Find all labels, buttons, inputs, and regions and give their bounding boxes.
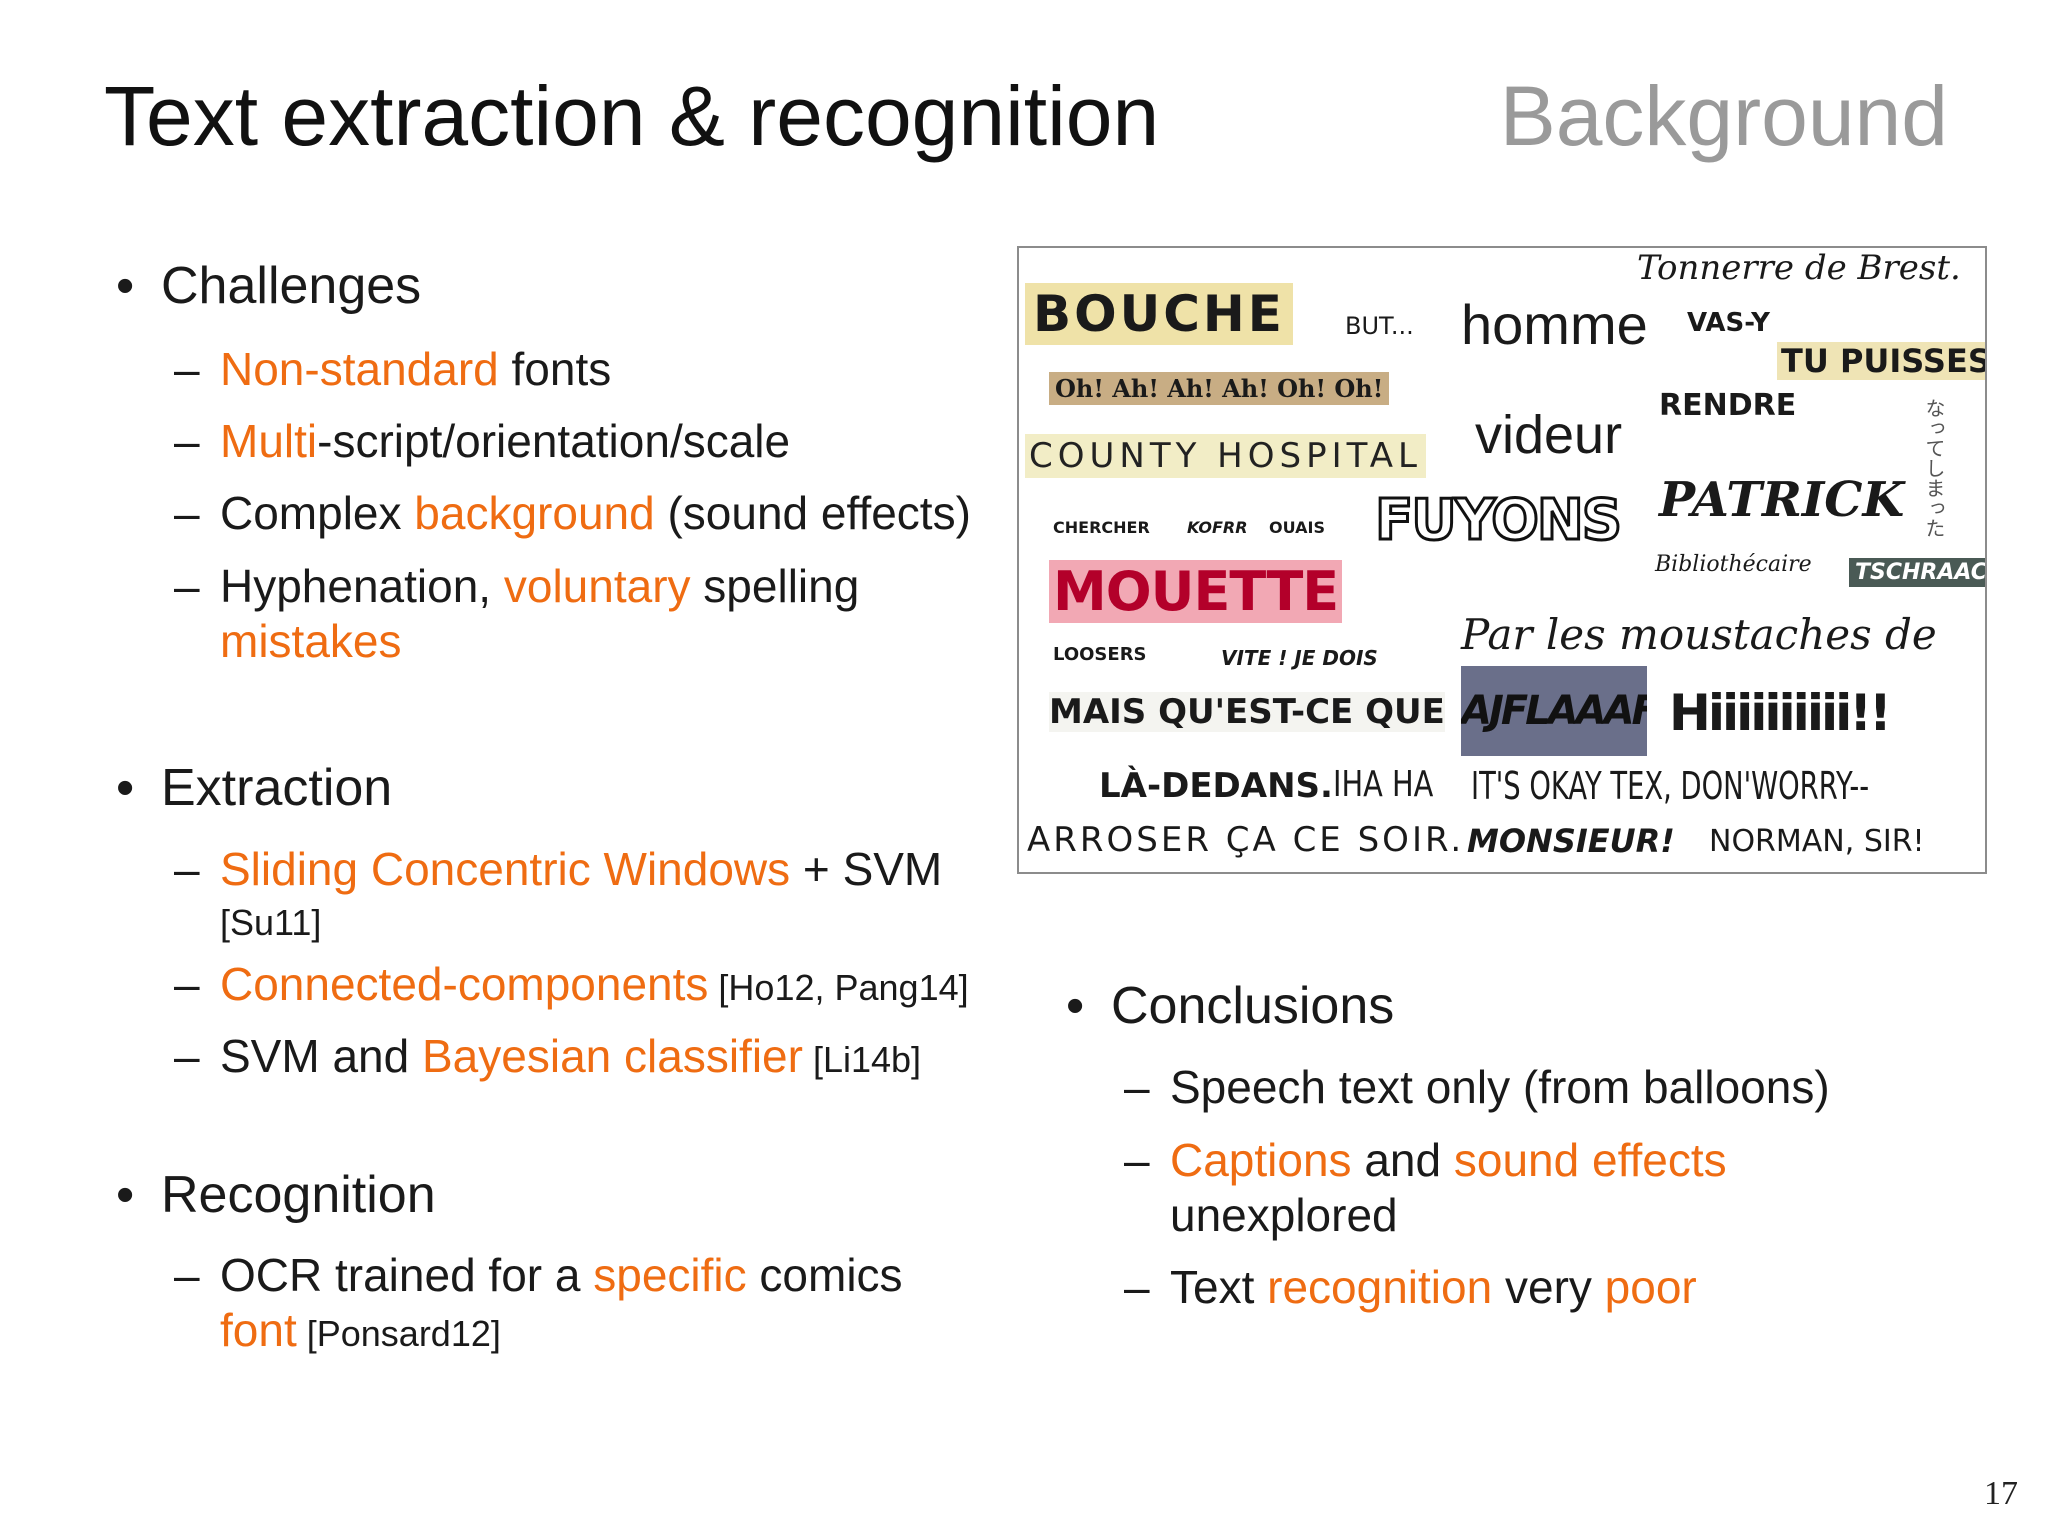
slide-title: Text extraction & recognition [104, 69, 1160, 163]
collage-word: CHERCHER [1053, 518, 1150, 537]
text: -script/orientation/scale [317, 415, 791, 467]
highlight-text: sound effects [1453, 1134, 1727, 1186]
collage-word: RENDRE [1659, 388, 1797, 423]
text: Hyphenation, [220, 560, 504, 612]
highlight-text: Captions [1170, 1134, 1352, 1186]
text: OCR trained for a [220, 1249, 594, 1301]
collage-word: TSCHRAAC [1849, 558, 1985, 587]
collage-word: LOOSERS [1053, 644, 1147, 665]
bullet-dot: • [116, 759, 135, 817]
comic-text-collage: Tonnerre de Brest. BOUCHE BUT... homme V… [1017, 246, 1987, 874]
dash: – [174, 958, 200, 1010]
collage-word: OUAIS [1269, 518, 1325, 537]
bullet-heading: Recognition [161, 1166, 436, 1224]
dash: – [174, 487, 200, 539]
collage-word: LÀ-DEDANS. [1099, 766, 1333, 806]
text: Complex [220, 487, 415, 539]
collage-word: なってしまった [1922, 398, 1944, 538]
dash: – [174, 415, 200, 467]
collage-word: AJFLAAAF [1461, 666, 1647, 756]
dash: – [174, 560, 200, 612]
text: fonts [498, 343, 612, 395]
highlight-text: font [220, 1304, 297, 1356]
page-number: 17 [1984, 1475, 2018, 1512]
highlight-text: Non-standard [220, 343, 499, 395]
text: Speech text only (from balloons) [1170, 1061, 1830, 1113]
highlight-text: specific [593, 1249, 747, 1301]
collage-word: BOUCHE [1025, 283, 1293, 345]
citation: [Ponsard12] [296, 1313, 501, 1354]
dash: – [1124, 1134, 1150, 1186]
bullet-dot: • [116, 257, 135, 315]
highlight-text: Multi [220, 415, 318, 467]
collage-word: MAIS QU'EST-CE QUE [1049, 692, 1445, 732]
dash: – [1124, 1261, 1150, 1313]
collage-word: VITE ! JE DOIS [1221, 646, 1378, 670]
highlight-text: Bayesian classifier [422, 1030, 803, 1082]
collage-word: NORMAN, SIR! [1709, 824, 1925, 859]
text: + SVM [790, 843, 943, 895]
collage-word: Par les moustaches de [1461, 610, 1937, 659]
dash: – [1124, 1061, 1150, 1113]
collage-word: Oh! Ah! Ah! Ah! Oh! Oh! [1049, 372, 1390, 405]
text: and [1351, 1134, 1454, 1186]
collage-word: VAS-Y [1687, 308, 1771, 338]
collage-word: PATRICK [1659, 472, 1905, 528]
collage-word: IHA HA [1333, 764, 1434, 805]
collage-word: COUNTY HOSPITAL [1025, 434, 1426, 478]
highlight-text: background [414, 487, 655, 539]
collage-word: BUT... [1345, 312, 1414, 340]
bullet-heading: Extraction [161, 759, 393, 817]
collage-word: KOFRR [1187, 518, 1248, 537]
dash: – [174, 343, 200, 395]
collage-word: IT'S OKAY TEX, DON'WORRY-- [1471, 764, 1870, 808]
collage-word: ARROSER ÇA CE SOIR. [1027, 820, 1465, 860]
highlight-text: poor [1604, 1261, 1697, 1313]
text: very [1492, 1261, 1605, 1313]
section-label: Background [1499, 69, 1948, 163]
dash: – [174, 1030, 200, 1082]
highlight-text: Sliding Concentric Windows [220, 843, 791, 895]
text: (sound effects) [654, 487, 971, 539]
bullet-heading: Challenges [161, 257, 422, 315]
highlight-text: voluntary [503, 560, 691, 612]
dash: – [174, 1249, 200, 1301]
collage-word: videur [1475, 405, 1623, 465]
citation: [Su11] [220, 902, 322, 943]
collage-word: FUYONS [1373, 487, 1623, 555]
text: unexplored [1170, 1189, 1398, 1241]
highlight-text: recognition [1267, 1261, 1493, 1313]
bullet-dot: • [116, 1166, 135, 1224]
highlight-text: Connected-components [220, 958, 709, 1010]
bullet-dot: • [1066, 977, 1085, 1035]
collage-word: MONSIEUR! [1467, 822, 1675, 860]
collage-word: Hiiiiiiiiii!! [1669, 684, 1892, 742]
bullet-heading: Conclusions [1111, 977, 1395, 1035]
text: Text [1170, 1261, 1268, 1313]
collage-word: homme [1461, 293, 1648, 356]
collage-word: Tonnerre de Brest. [1637, 248, 1961, 288]
collage-word: TU PUISSES [1777, 342, 1985, 380]
text: spelling [690, 560, 860, 612]
citation: [Li14b] [802, 1039, 922, 1080]
collage-word: Bibliothécaire [1655, 552, 1812, 577]
highlight-text: mistakes [220, 615, 402, 667]
dash: – [174, 843, 200, 895]
citation: [Ho12, Pang14] [708, 967, 969, 1008]
text: SVM and [220, 1030, 422, 1082]
text: comics [746, 1249, 903, 1301]
collage-word: MOUETTE [1049, 560, 1343, 623]
